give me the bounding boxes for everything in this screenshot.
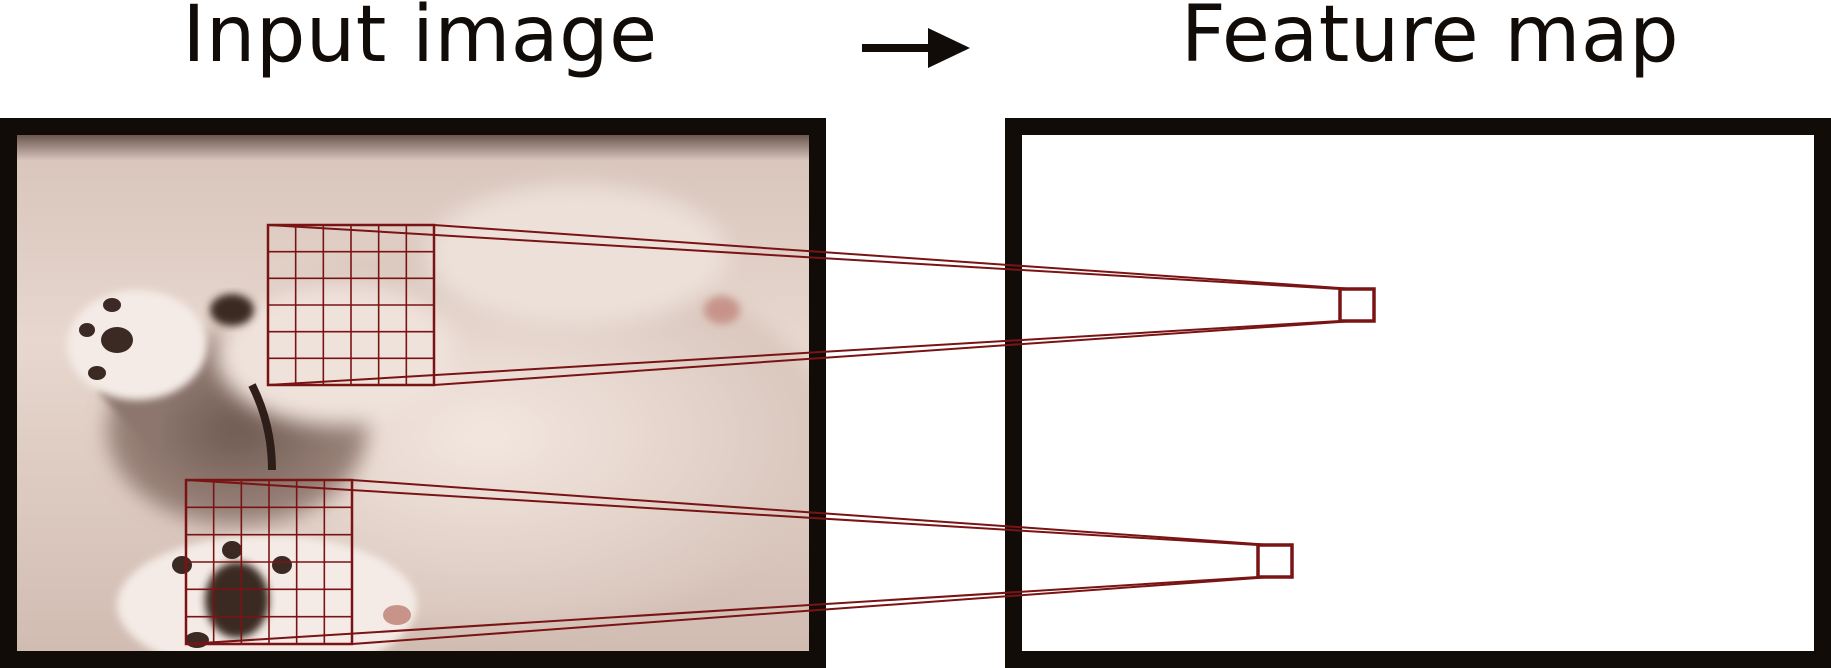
input-image-title: Input image <box>182 0 658 80</box>
feature-map-title: Feature map <box>1180 0 1680 80</box>
input-image-panel <box>0 118 826 668</box>
kitten-photo <box>17 135 809 651</box>
feature-map-panel <box>1005 118 1831 668</box>
right-arrow-icon <box>862 28 970 68</box>
